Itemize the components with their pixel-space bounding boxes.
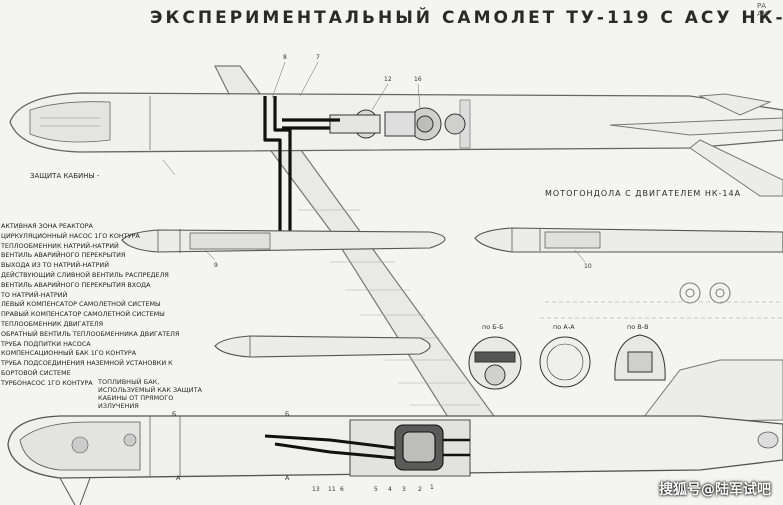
callout-number: 3 bbox=[402, 486, 406, 493]
leader-lines bbox=[162, 61, 586, 263]
legend-item: ОБРАТНЫЙ ВЕНТИЛЬ ТЕПЛООБМЕННИКА ДВИГАТЕЛ… bbox=[1, 329, 180, 338]
corner-stamp: РА АМ bbox=[757, 2, 768, 18]
legend-item: ПРАВЫЙ КОМПЕНСАТОР САМОЛЕТНОЙ СИСТЕМЫ bbox=[1, 310, 165, 319]
legend-item: ТЕПЛООБМЕННИК ДВИГАТЕЛЯ bbox=[1, 319, 104, 328]
legend-item: ТУРБОНАСОС 1ГО КОНТУРА bbox=[1, 378, 93, 387]
label-cabin-protection: ЗАЩИТА КАБИНЫ - bbox=[30, 172, 100, 180]
tail-lower bbox=[638, 359, 783, 423]
legend-item: ВЕНТИЛЬ АВАРИЙНОГО ПЕРЕКРЫТИЯ ВХОДА bbox=[1, 280, 151, 289]
section-b-b bbox=[468, 336, 522, 390]
section-marker: А bbox=[176, 474, 181, 482]
legend-item: АКТИВНАЯ ЗОНА РЕАКТОРА bbox=[1, 222, 93, 230]
legend-item: ТРУБА ПОДПИТКИ НАСОСА bbox=[1, 339, 91, 348]
legend-item: ВЫХОДА ИЗ ТО НАТРИЙ-НАТРИЙ bbox=[1, 261, 109, 270]
legend-item: КОМПЕНСАЦИОННЫЙ БАК 1ГО КОНТУРА bbox=[1, 349, 137, 358]
tail-upper bbox=[609, 93, 783, 197]
callout-number: 7 bbox=[316, 54, 320, 61]
section-marker: Б bbox=[285, 410, 290, 418]
drawing-title: ЭКСПЕРИМЕНТАЛЬНЫЙ САМОЛЕТ ТУ-119 С АСУ Н… bbox=[150, 8, 783, 28]
legend-item: ТЕПЛООБМЕННИК НАТРИЙ-НАТРИЙ bbox=[1, 241, 119, 250]
section-v-v bbox=[614, 334, 666, 381]
legend-item: ТРУБА ПОДСОЕДИНЕНИЯ НАЗЕМНОЙ УСТАНОВКИ К bbox=[1, 359, 173, 368]
component-legend: АКТИВНАЯ ЗОНА РЕАКТОРА ЦИРКУЛЯЦИОННЫЙ НА… bbox=[1, 222, 179, 389]
callout-number: 11 bbox=[328, 486, 336, 493]
nacelle-2 bbox=[214, 335, 431, 358]
reactor-upper bbox=[329, 107, 466, 141]
section-marker: А bbox=[285, 474, 290, 482]
nacelle-front-views bbox=[679, 282, 731, 304]
callout-number: 8 bbox=[283, 54, 287, 61]
legend-item: ЛЕВЫЙ КОМПЕНСАТОР САМОЛЕТНОЙ СИСТЕМЫ bbox=[1, 300, 161, 309]
label-fuel-tank: ТОПЛИВНЫЙ БАК, ИСПОЛЬЗУЕМЫЙ КАК ЗАЩИТА К… bbox=[98, 378, 203, 410]
engine-nacelle-detail bbox=[474, 227, 783, 253]
callout-number: 13 bbox=[312, 486, 320, 493]
legend-item: ДЕЙСТВУЮЩИЙ СЛИВНОЙ ВЕНТИЛЬ РАСПРЕДЕЛЯ bbox=[1, 270, 169, 279]
reactor-lower bbox=[264, 419, 471, 477]
legend-item: БОРТОВОЙ СИСТЕМЕ bbox=[1, 368, 71, 377]
callout-number: 4 bbox=[388, 486, 392, 493]
callout-number: 6 bbox=[340, 486, 344, 493]
watermark: 搜狐号@陆军试吧 bbox=[659, 482, 771, 498]
legend-item: ТО НАТРИЙ-НАТРИЙ bbox=[1, 290, 68, 299]
legend-item: ЦИРКУЛЯЦИОННЫЙ НАСОС 1ГО КОНТУРА bbox=[1, 231, 140, 240]
nacelle-1 bbox=[121, 229, 446, 253]
callout-number: 10 bbox=[584, 263, 592, 270]
callout-number: 1 bbox=[430, 484, 434, 491]
section-title-v-v: по В-В bbox=[627, 323, 649, 331]
section-marker: Б bbox=[172, 410, 177, 418]
callout-number: 9 bbox=[214, 262, 218, 269]
section-a-a bbox=[539, 336, 591, 388]
section-title-b-b: по Б-Б bbox=[482, 323, 504, 331]
callout-number: 2 bbox=[418, 486, 422, 493]
reference-lines bbox=[540, 301, 783, 319]
callout-number: 16 bbox=[414, 76, 422, 83]
section-title-a-a: по А-А bbox=[553, 323, 575, 331]
label-engine-nacelle: МОТОГОНДОЛА С ДВИГАТЕЛЕМ НК-14А bbox=[545, 189, 742, 198]
callout-number: 12 bbox=[384, 76, 392, 83]
legend-item: ВЕНТИЛЬ АВАРИЙНОГО ПЕРЕКРЫТИЯ bbox=[1, 251, 126, 260]
callout-number: 5 bbox=[374, 486, 378, 493]
